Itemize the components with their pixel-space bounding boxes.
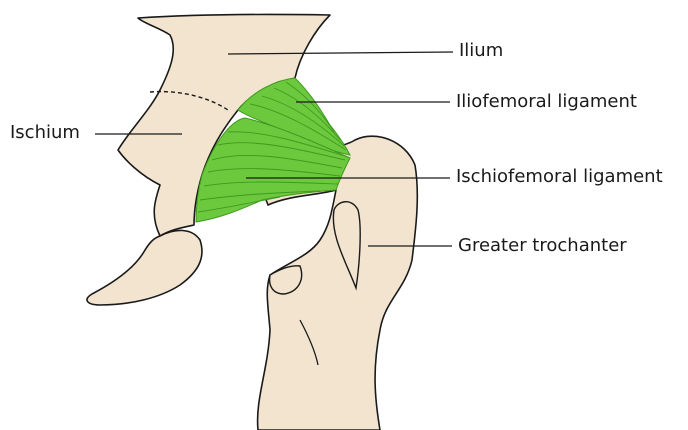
- label-iliofemoral-ligament: Iliofemoral ligament: [456, 91, 637, 113]
- label-ischium: Ischium: [10, 122, 80, 144]
- label-ischiofemoral-ligament: Ischiofemoral ligament: [456, 166, 663, 188]
- label-greater-trochanter: Greater trochanter: [458, 235, 627, 257]
- ischial-tuberosity: [87, 230, 202, 305]
- label-ilium: Ilium: [459, 40, 503, 62]
